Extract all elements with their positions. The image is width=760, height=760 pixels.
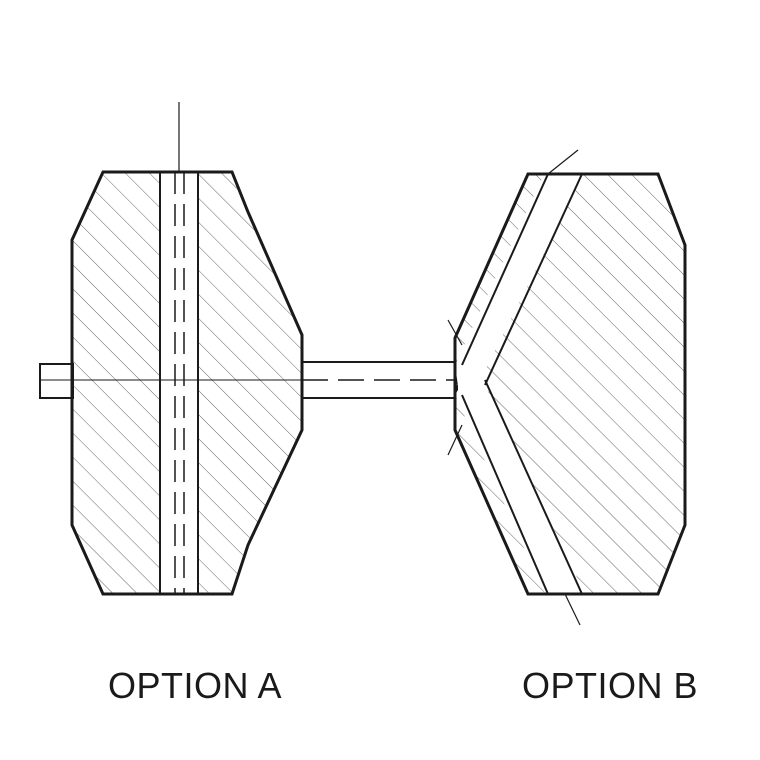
- option-a-label: OPTION A: [108, 665, 283, 706]
- option-b-body: [447, 149, 687, 626]
- option-a-body: [40, 102, 304, 596]
- left-shaft-stub: [39, 363, 74, 399]
- connecting-shaft: [301, 361, 458, 399]
- option-b-label: OPTION B: [522, 665, 699, 706]
